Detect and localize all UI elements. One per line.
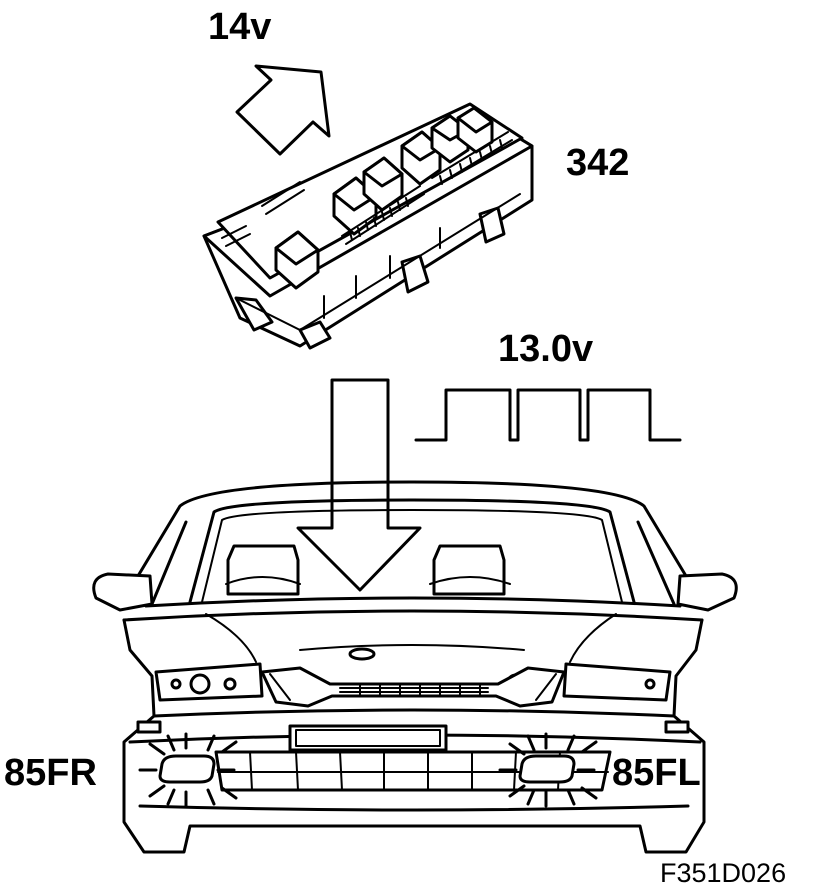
fuse-box-label: 342 — [566, 142, 630, 184]
pwm-voltage-label: 13.0v — [498, 328, 594, 370]
lamp-right-label: 85FR — [4, 752, 97, 794]
output-arrow-icon — [296, 378, 422, 592]
input-arrow-icon — [235, 64, 331, 156]
fog-lamp-right-icon — [138, 732, 238, 808]
input-voltage-label: 14v — [208, 6, 272, 48]
relay-blocks — [274, 106, 494, 290]
lamp-left-label: 85FL — [612, 752, 701, 794]
fuse-relay-box-icon — [202, 102, 534, 350]
fuse-rows — [221, 131, 513, 247]
car-front-icon — [92, 480, 738, 854]
fog-lamp-left-icon — [498, 732, 598, 808]
square-wave-icon — [414, 388, 682, 442]
figure-id-label: F351D026 — [660, 858, 787, 888]
